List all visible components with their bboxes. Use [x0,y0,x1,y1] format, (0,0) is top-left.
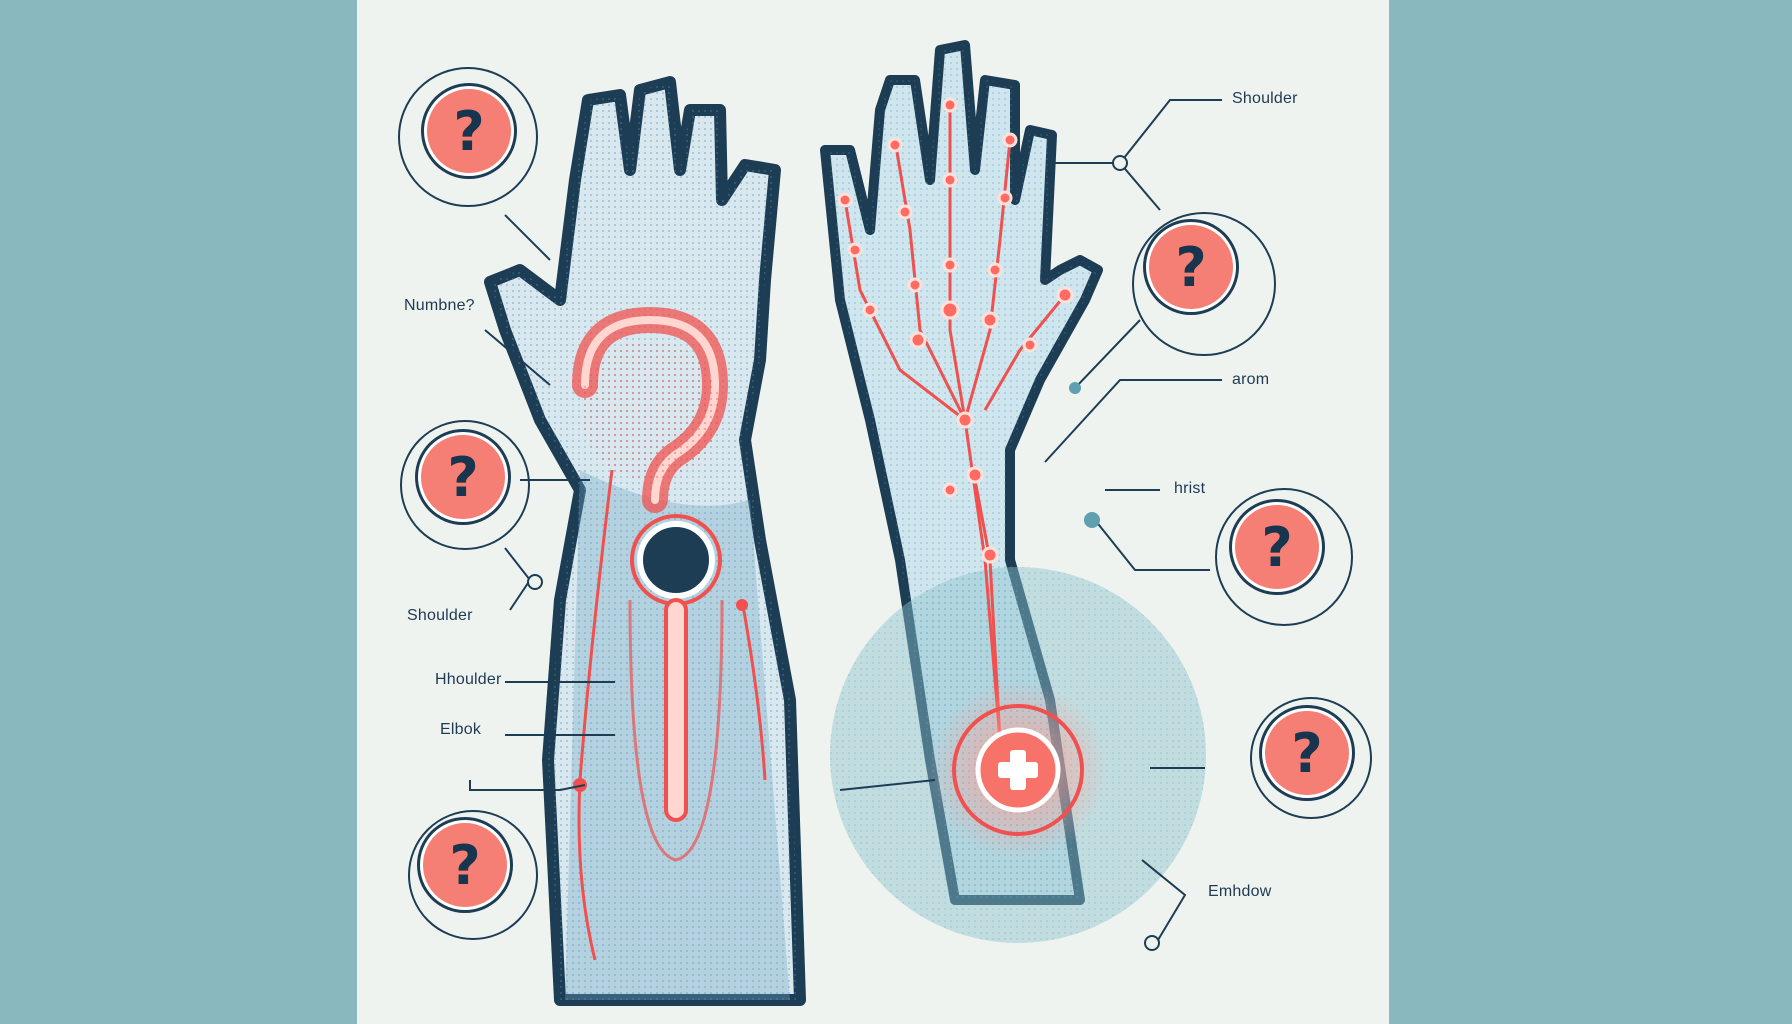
right-arm [820,40,1206,943]
label-hrist: hrist [1174,480,1206,497]
question-mark-icon: ? [1262,708,1352,798]
question-mark-icon: ? [418,432,508,522]
label-emhdow: Emhdow [1208,883,1272,900]
badge-ring [1215,488,1353,626]
label-shoulder-left: Shoulder [407,607,473,624]
badge-ring [408,810,538,940]
label-shoulder-top: Shoulder [1232,90,1298,107]
question-mark-icon: ? [420,820,510,910]
label-hhoulder: Hhoulder [435,671,502,688]
badge-ring [400,420,530,550]
label-elbok: Elbok [440,721,482,738]
plus-icon [998,750,1038,790]
badge-ring [1132,212,1276,356]
leader-lines [469,99,1222,951]
question-mark-icon: ? [424,86,514,176]
label-arom: arom [1232,371,1270,388]
label-numbness: Numbne? [404,297,475,314]
badge-ring [398,67,538,207]
question-mark-icon: ? [1232,502,1322,592]
badge-ring [1250,697,1372,819]
question-mark-icon: ? [1146,222,1236,312]
left-arm [484,76,806,1006]
